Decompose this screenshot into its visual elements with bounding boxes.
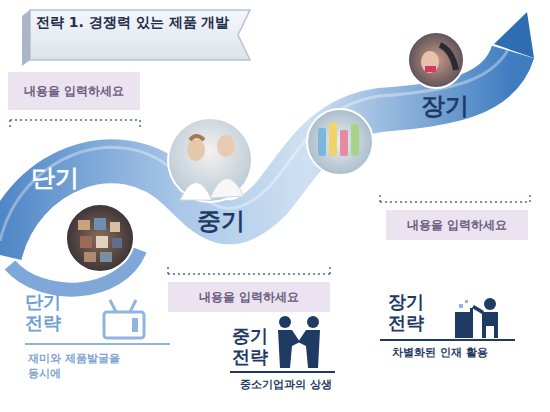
strategy-text: 재미와 제품발굴을 동시에 <box>28 352 156 382</box>
strategy-text: 중소기업과의 상생 <box>240 378 360 392</box>
strategy-heading: 장기 전략 <box>388 292 436 333</box>
phase-label: 중기 <box>197 207 245 236</box>
placeholder-box: 내용을 입력하세요 <box>168 282 330 312</box>
strategy-heading: 중기 전략 <box>232 326 280 367</box>
placeholder-text: 내용을 입력하세요 <box>199 289 299 306</box>
strategy-text: 차별화된 인재 활용 <box>392 346 532 360</box>
phase-label: 단기 <box>31 164 79 193</box>
placeholder-box: 내용을 입력하세요 <box>386 210 528 240</box>
phase-label: 장기 <box>421 92 469 121</box>
placeholder-text: 내용을 입력하세요 <box>24 83 124 100</box>
placeholder-box: 내용을 입력하세요 <box>8 72 140 110</box>
placeholder-text: 내용을 입력하세요 <box>407 217 507 234</box>
strategy-heading: 단기 전략 <box>25 292 73 333</box>
title-text: 전략 1. 경쟁력 있는 제품 개발 <box>36 13 232 32</box>
